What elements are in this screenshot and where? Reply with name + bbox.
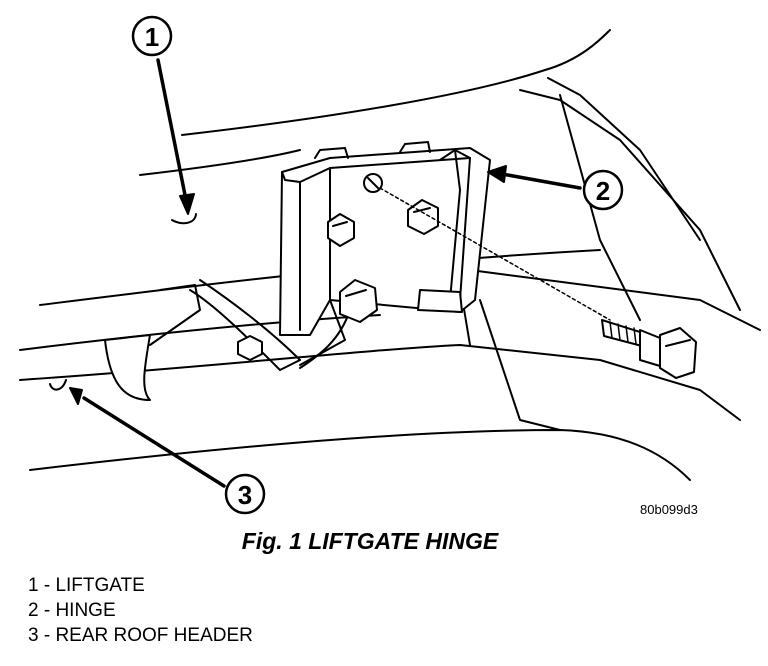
figure-code: 80b099d3 (640, 502, 698, 517)
callout-1-number: 1 (145, 22, 159, 52)
liftgate-mark (171, 213, 197, 225)
leader-arrow-3 (69, 387, 226, 488)
callout-2: 2 (582, 169, 624, 211)
legend-item-hinge: 2 - HINGE (28, 600, 116, 621)
legend: 1 - LIFTGATE 2 - HINGE 3 - REAR ROOF HEA… (28, 573, 253, 648)
figure-caption: Fig. 1 LIFTGATE HINGE (241, 528, 499, 554)
callout-1: 1 (131, 15, 173, 57)
leader-arrow-1 (156, 58, 195, 215)
bolt-exploded (379, 187, 697, 379)
callout-3: 3 (224, 473, 266, 515)
callout-3-number: 3 (238, 480, 252, 510)
legend-item-rear-roof-header: 3 - REAR ROOF HEADER (28, 625, 253, 646)
bolt-upper-right (407, 199, 439, 235)
hinge (104, 141, 491, 401)
header-mark (49, 379, 67, 391)
bolt-upper-left (327, 213, 355, 247)
hinge-illustration: 1 2 3 (19, 15, 761, 515)
leader-arrow-2 (487, 165, 582, 190)
bolt-lower (339, 279, 378, 323)
callout-2-number: 2 (596, 176, 610, 206)
bolt-small-left (237, 335, 263, 361)
legend-item-liftgate: 1 - LIFTGATE (28, 575, 145, 596)
